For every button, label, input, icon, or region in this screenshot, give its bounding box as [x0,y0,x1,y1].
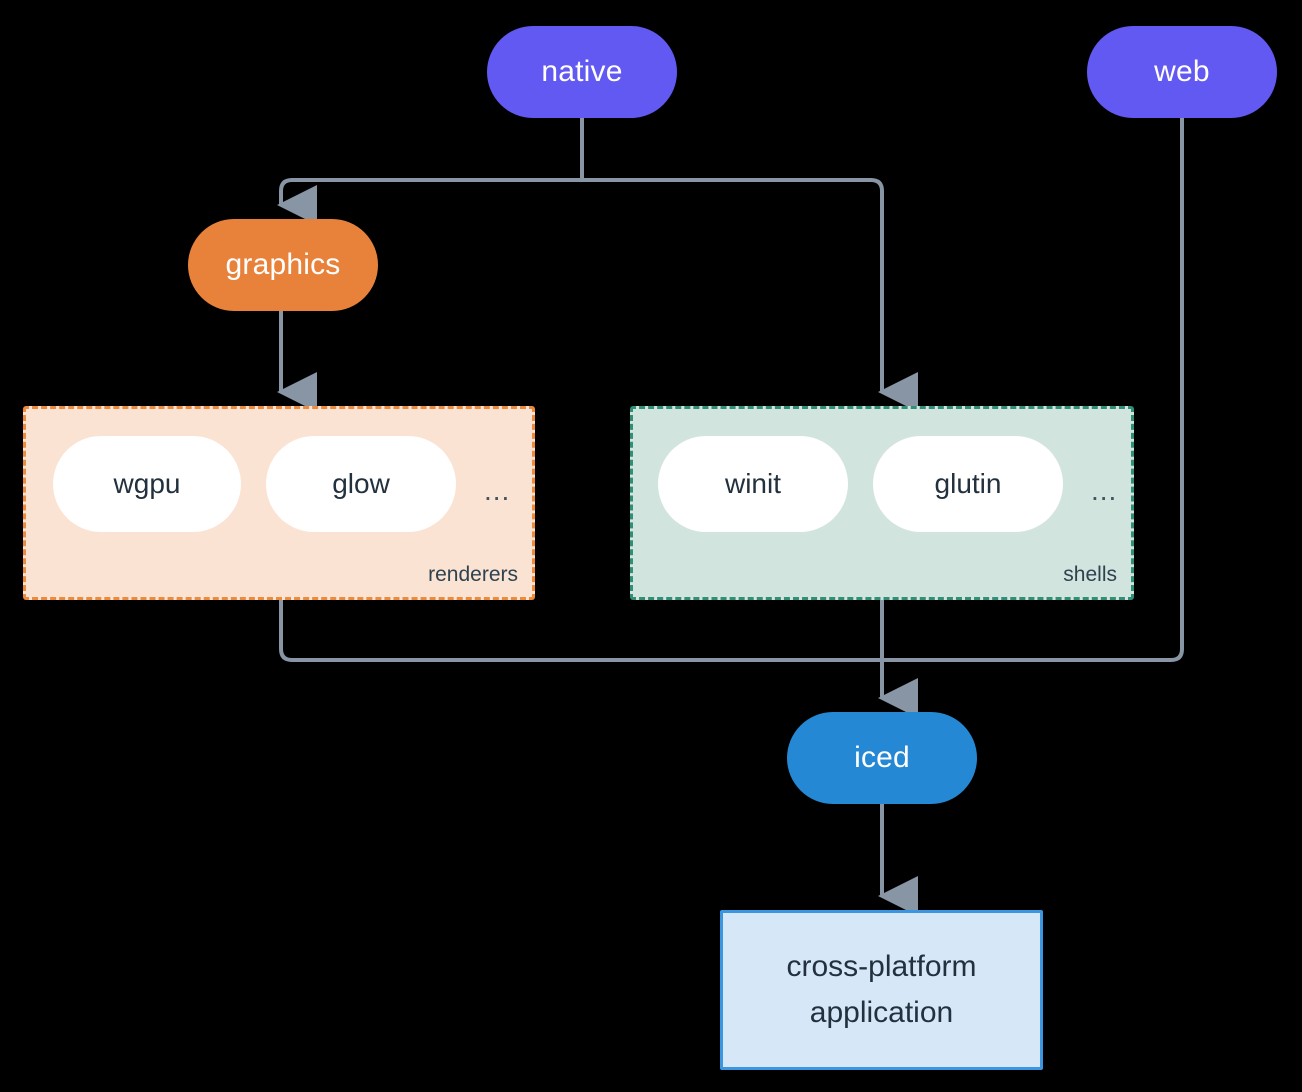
renderers-overflow-ellipsis: ... [484,475,511,506]
edge-native-to-graphics [277,178,582,225]
node-graphics[interactable]: graphics [188,219,378,311]
chip-winit[interactable]: winit [658,436,848,532]
edge-renderers-to-iced [279,600,882,662]
group-label-shells: shells [1063,563,1117,586]
node-native[interactable]: native [487,26,677,118]
chip-glow[interactable]: glow [266,436,456,532]
group-renderers: wgpu glow ... renderers [23,406,535,600]
node-iced[interactable]: iced [787,712,977,804]
group-shells: winit glutin ... shells [630,406,1134,600]
edge-native-to-shells [582,178,918,412]
application-label-line-2: application [809,996,954,1029]
group-label-renderers: renderers [428,563,518,586]
application-label-line-1: cross-platform [786,949,977,983]
chip-wgpu[interactable]: wgpu [53,436,241,532]
shells-overflow-ellipsis: ... [1091,475,1118,506]
chip-glutin[interactable]: glutin [873,436,1063,532]
node-web[interactable]: web [1087,26,1277,118]
node-cross-platform-application[interactable]: cross-platform application [720,910,1043,1070]
